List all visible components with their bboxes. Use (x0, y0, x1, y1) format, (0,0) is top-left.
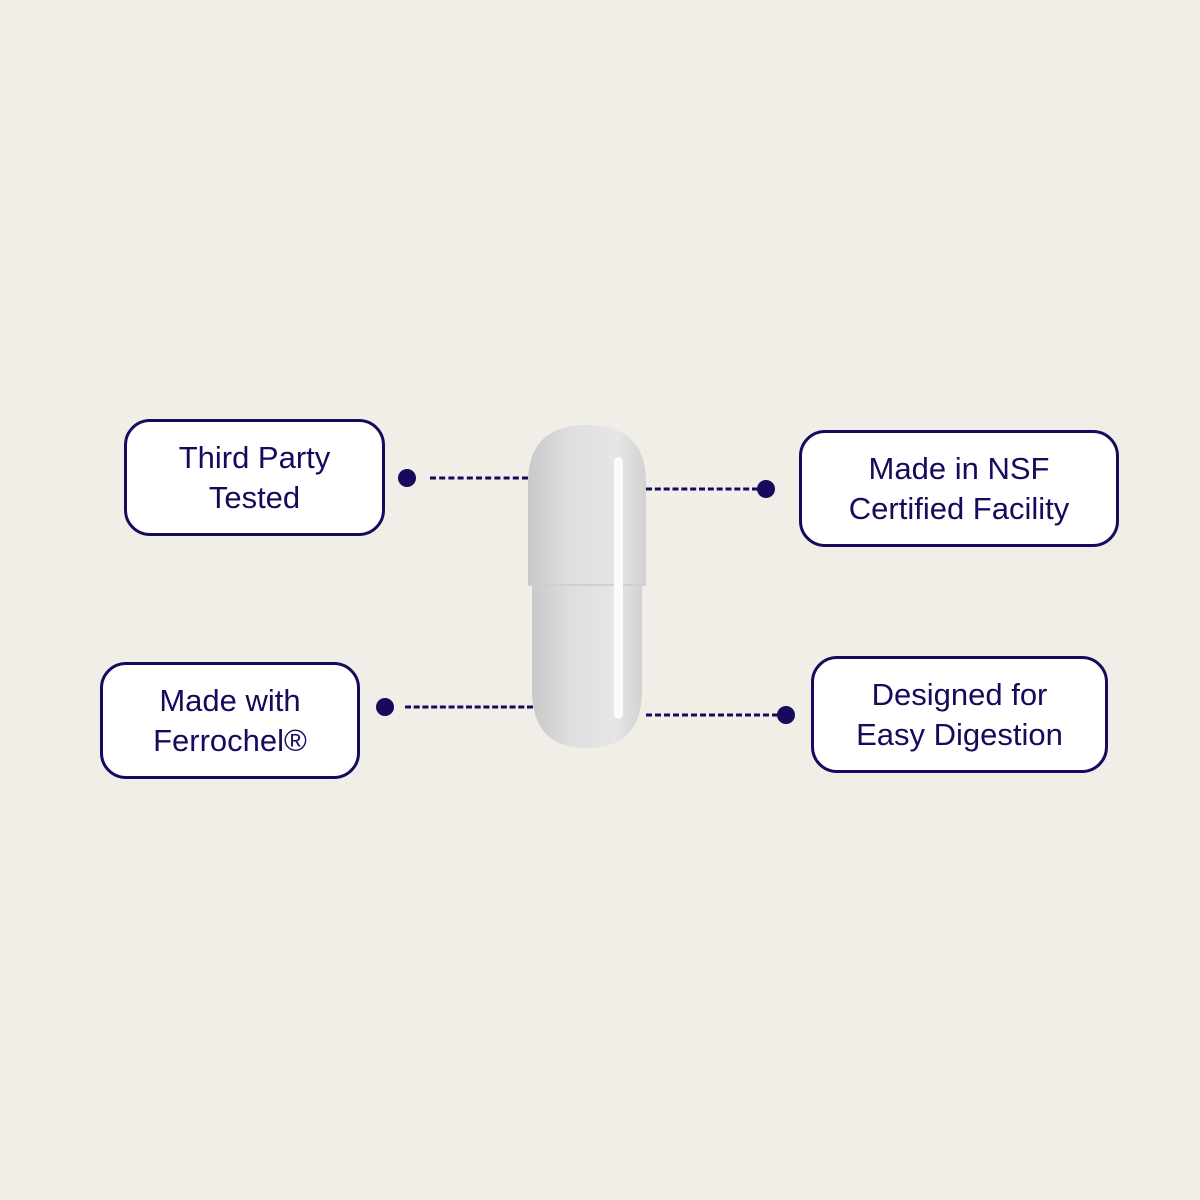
feature-badge-third-party-tested: Third Party Tested (124, 419, 385, 536)
connector-dot (398, 469, 416, 487)
connector-line (646, 713, 778, 717)
badge-line: Certified Facility (848, 490, 1070, 526)
feature-badge-nsf-certified: Made in NSF Certified Facility (799, 430, 1119, 547)
feature-badge-ferrochel: Made with Ferrochel® (100, 662, 360, 779)
feature-badge-easy-digestion: Designed for Easy Digestion (811, 656, 1108, 773)
badge-line: Tested (208, 479, 301, 515)
connector-line (430, 476, 528, 480)
badge-line: Third Party (178, 439, 331, 475)
connector-dot (777, 706, 795, 724)
badge-line: Easy Digestion (856, 716, 1063, 752)
capsule-image (528, 425, 646, 753)
connector-dot (376, 698, 394, 716)
badge-line: Designed for (871, 676, 1048, 712)
badge-line: Made in NSF (868, 450, 1050, 486)
badge-line: Ferrochel® (153, 722, 307, 758)
badge-line: Made with (159, 682, 301, 718)
connector-dot (757, 480, 775, 498)
connector-line (405, 705, 533, 709)
connector-line (646, 487, 758, 491)
